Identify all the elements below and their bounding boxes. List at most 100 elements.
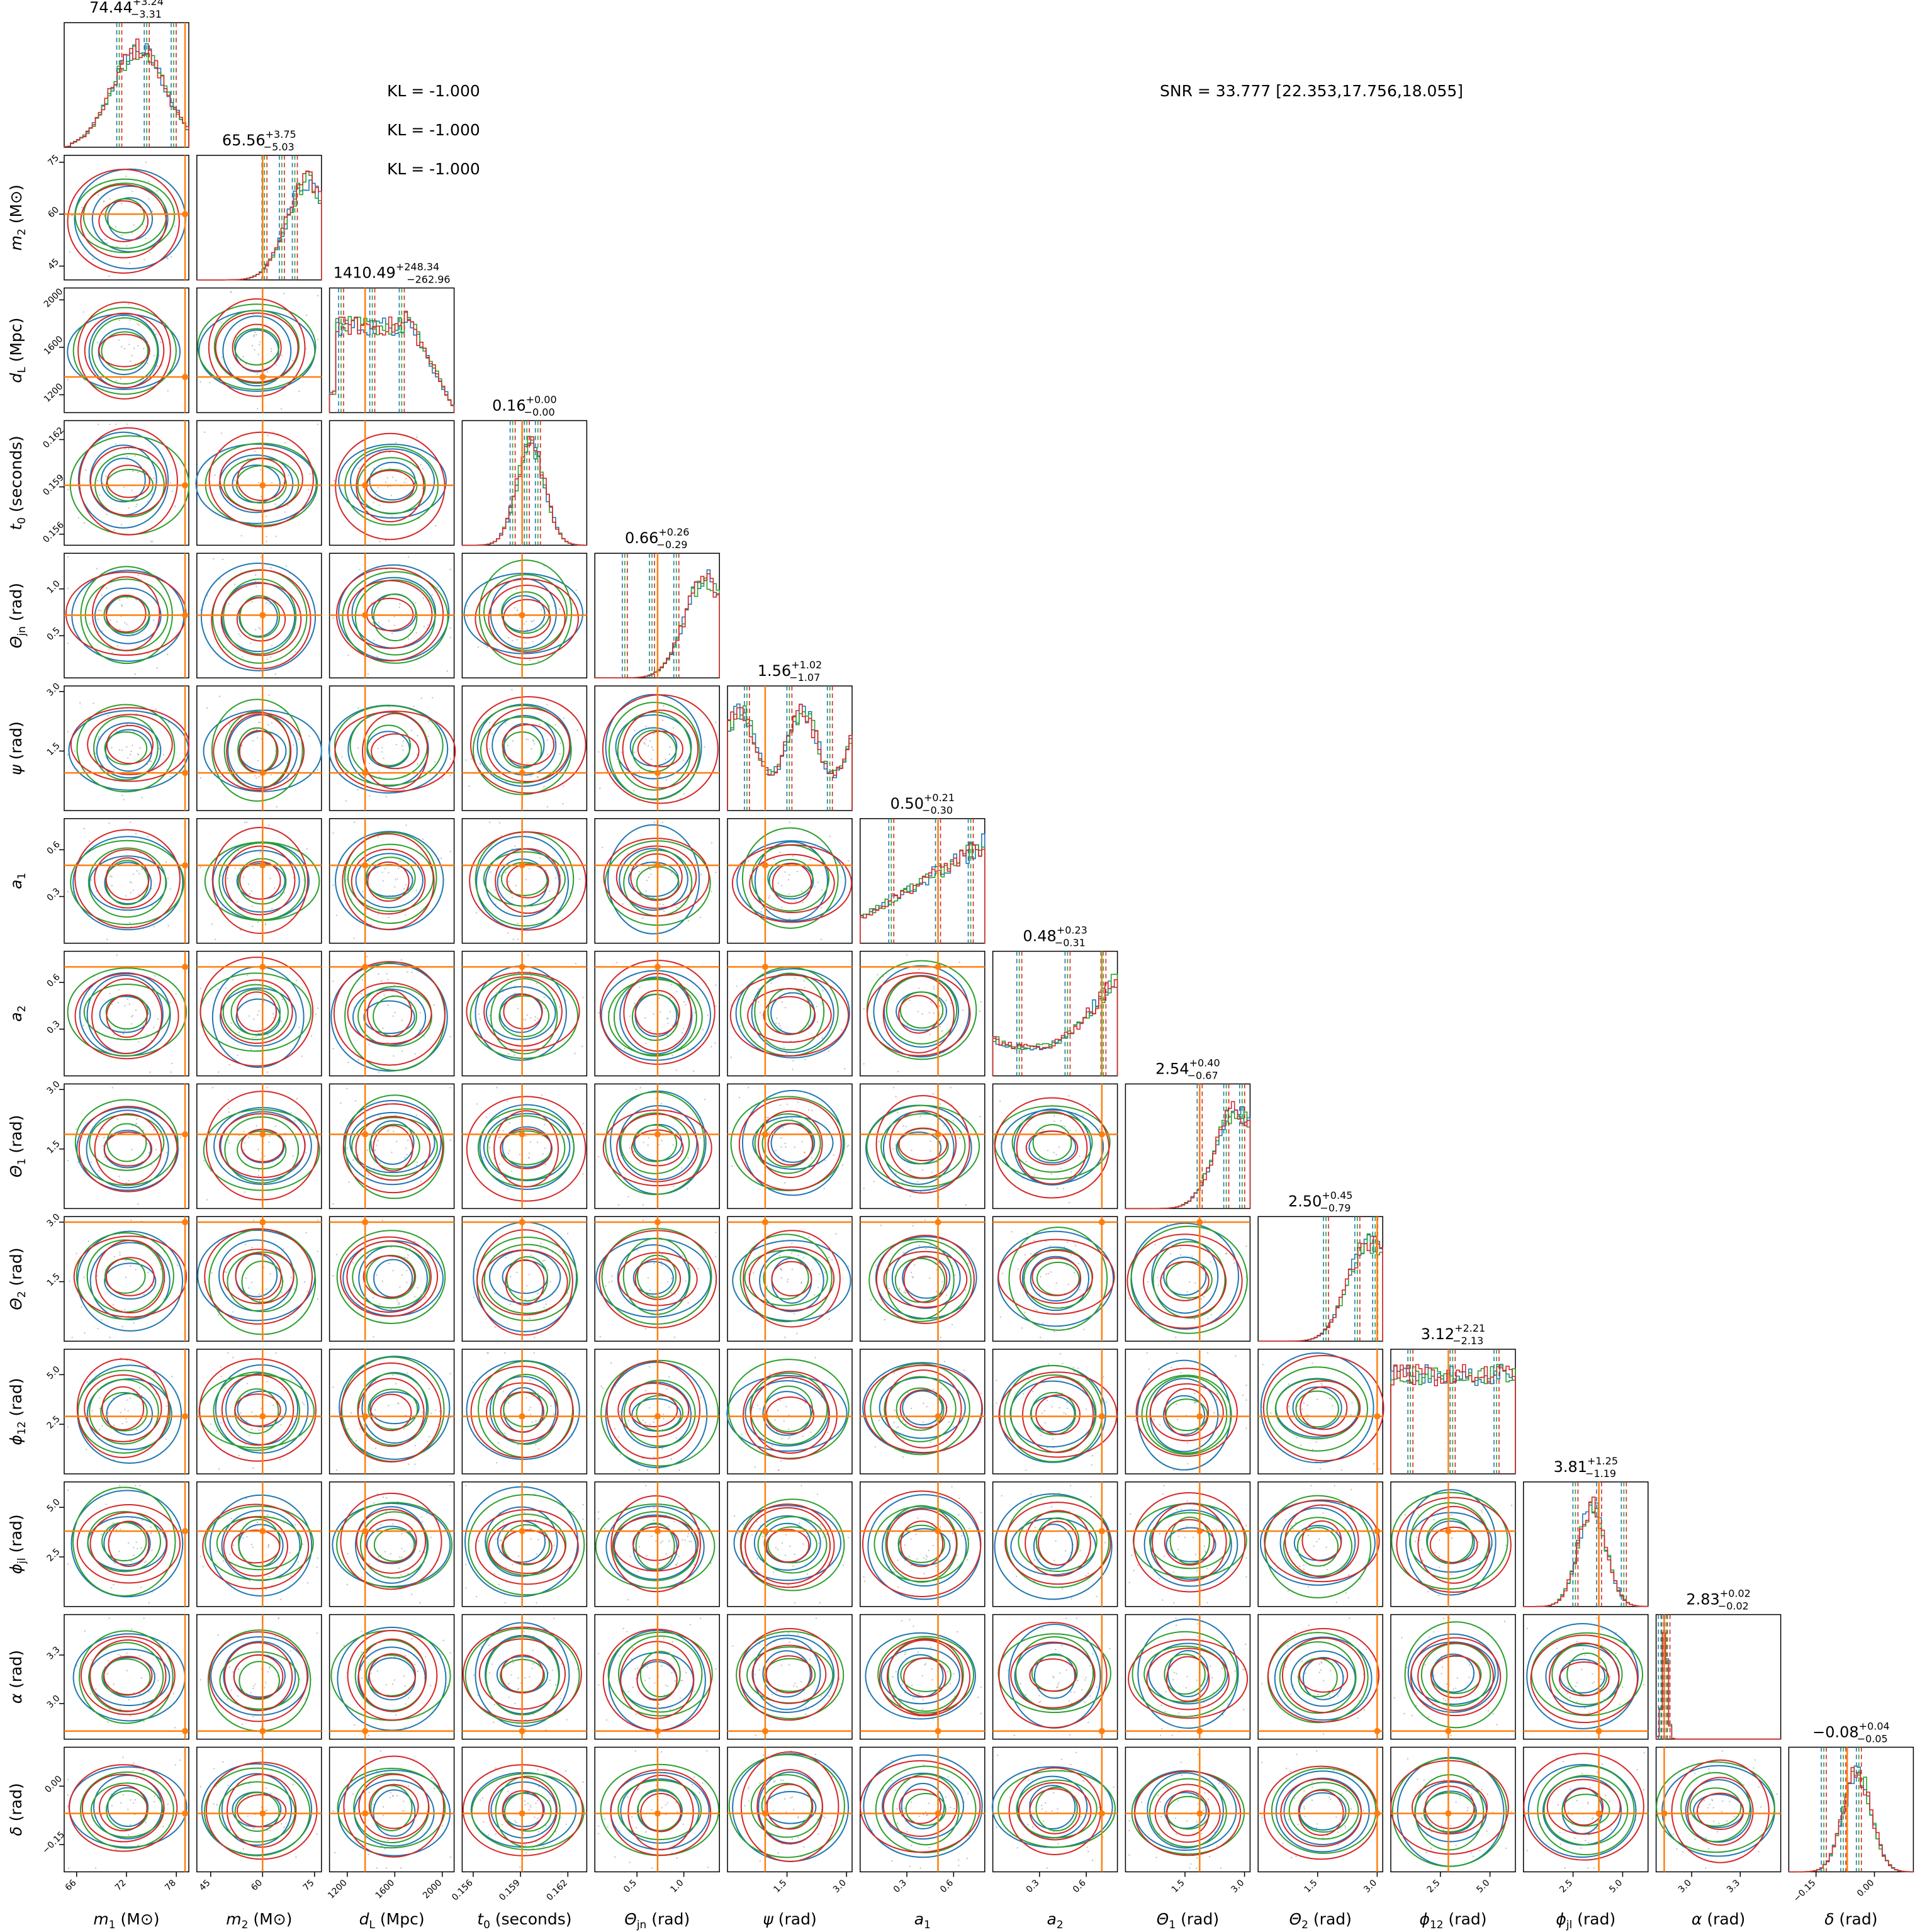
scatter-point (113, 1562, 116, 1564)
scatter-point (244, 821, 246, 823)
panel-frame (196, 155, 322, 281)
scatter-point (1159, 1578, 1160, 1580)
scatter-point (847, 1266, 850, 1267)
scatter-point (368, 860, 370, 862)
scatter-point (239, 929, 242, 931)
scatter-point (904, 1544, 906, 1546)
scatter-point (1089, 1665, 1091, 1666)
scatter-point (298, 738, 300, 740)
scatter-point (629, 1556, 632, 1558)
contour-series-2 (1296, 1527, 1339, 1567)
scatter-point (1365, 1648, 1368, 1651)
scatter-point (498, 1130, 501, 1132)
scatter-point (977, 1696, 979, 1699)
contour-series-2 (469, 973, 578, 1059)
contour-series-3 (622, 709, 699, 789)
scatter-point (647, 1277, 649, 1279)
scatter-point (1070, 1598, 1072, 1600)
contour-series-1 (210, 1636, 309, 1716)
scatter-point (1070, 1702, 1072, 1704)
scatter-point (109, 424, 111, 425)
scatter-point (1452, 1688, 1454, 1690)
contour-series-1 (502, 595, 546, 632)
scatter-point (498, 1551, 501, 1554)
scatter-point (423, 1035, 425, 1037)
scatter-point (694, 1690, 695, 1692)
scatter-point (687, 1532, 690, 1535)
scatter-point (1176, 1403, 1177, 1405)
scatter-point (562, 1252, 564, 1255)
scatter-point (773, 858, 775, 860)
contour-series-2 (622, 1237, 691, 1315)
scatter-point (346, 1147, 348, 1149)
scatter-point (1393, 1697, 1396, 1699)
scatter-point (524, 1512, 525, 1514)
scatter-point (935, 1291, 938, 1293)
contour-series-1 (86, 1109, 169, 1189)
scatter-point (249, 1434, 250, 1437)
scatter-point (784, 1007, 787, 1009)
scatter-point (1454, 1687, 1457, 1689)
scatter-point (710, 842, 713, 844)
scatter-point (526, 629, 528, 631)
panel-frame (992, 1614, 1118, 1740)
scatter-point (611, 1275, 613, 1278)
scatter-point (514, 1702, 516, 1705)
scatter-point (782, 1126, 784, 1129)
scatter-point (352, 1261, 354, 1264)
scatter-point (392, 476, 394, 478)
scatter-point (873, 1181, 875, 1182)
scatter-point (1196, 1570, 1198, 1572)
scatter-point (512, 938, 515, 941)
scatter-point (676, 906, 678, 909)
scatter-point (130, 892, 132, 894)
scatter-point (525, 1284, 528, 1287)
scatter-point (632, 1647, 634, 1649)
panel-0-0: 74.44+3.24−3.31 (64, 0, 189, 148)
scatter-point (597, 1653, 600, 1654)
contour-series-3 (373, 1125, 413, 1172)
truth-marker (1445, 1527, 1452, 1534)
scatter-point (82, 311, 84, 313)
scatter-point (96, 480, 99, 482)
scatter-point (794, 1602, 796, 1604)
scatter-point (566, 1292, 569, 1295)
contour-series-3 (466, 972, 580, 1052)
scatter-point (401, 745, 403, 747)
panel-11-2 (329, 1481, 455, 1607)
scatter-point (1245, 1399, 1247, 1401)
scatter-point (270, 567, 272, 569)
scatter-point (130, 1219, 132, 1222)
scatter-point (512, 1662, 514, 1664)
scatter-point (368, 1734, 370, 1736)
scatter-point (1180, 1508, 1182, 1510)
scatter-point (405, 1703, 407, 1705)
contour-series-1 (222, 315, 292, 387)
scatter-point (113, 769, 115, 771)
scatter-point (761, 907, 763, 909)
contour-series-1 (615, 714, 692, 780)
scatter-point (644, 1422, 646, 1424)
scatter-point (1085, 1676, 1087, 1678)
scatter-point (1359, 1578, 1362, 1580)
scatter-point (1028, 1378, 1030, 1381)
scatter-point (680, 1150, 683, 1152)
scatter-point (403, 1428, 405, 1430)
scatter-point (124, 1004, 126, 1007)
scatter-point (160, 1268, 162, 1271)
scatter-point (1017, 1268, 1019, 1270)
scatter-point (404, 1726, 407, 1728)
scatter-point (234, 867, 236, 869)
scatter-point (316, 1632, 318, 1634)
contour-series-3 (637, 731, 683, 768)
scatter-point (1245, 1576, 1247, 1578)
scatter-point (684, 1539, 686, 1541)
scatter-point (919, 1191, 922, 1193)
scatter-point (495, 1538, 497, 1540)
scatter-point (468, 785, 470, 787)
scatter-point (252, 313, 254, 315)
scatter-point (375, 490, 377, 493)
scatter-point (783, 1047, 785, 1049)
scatter-point (783, 1337, 786, 1339)
scatter-point (967, 1262, 969, 1265)
